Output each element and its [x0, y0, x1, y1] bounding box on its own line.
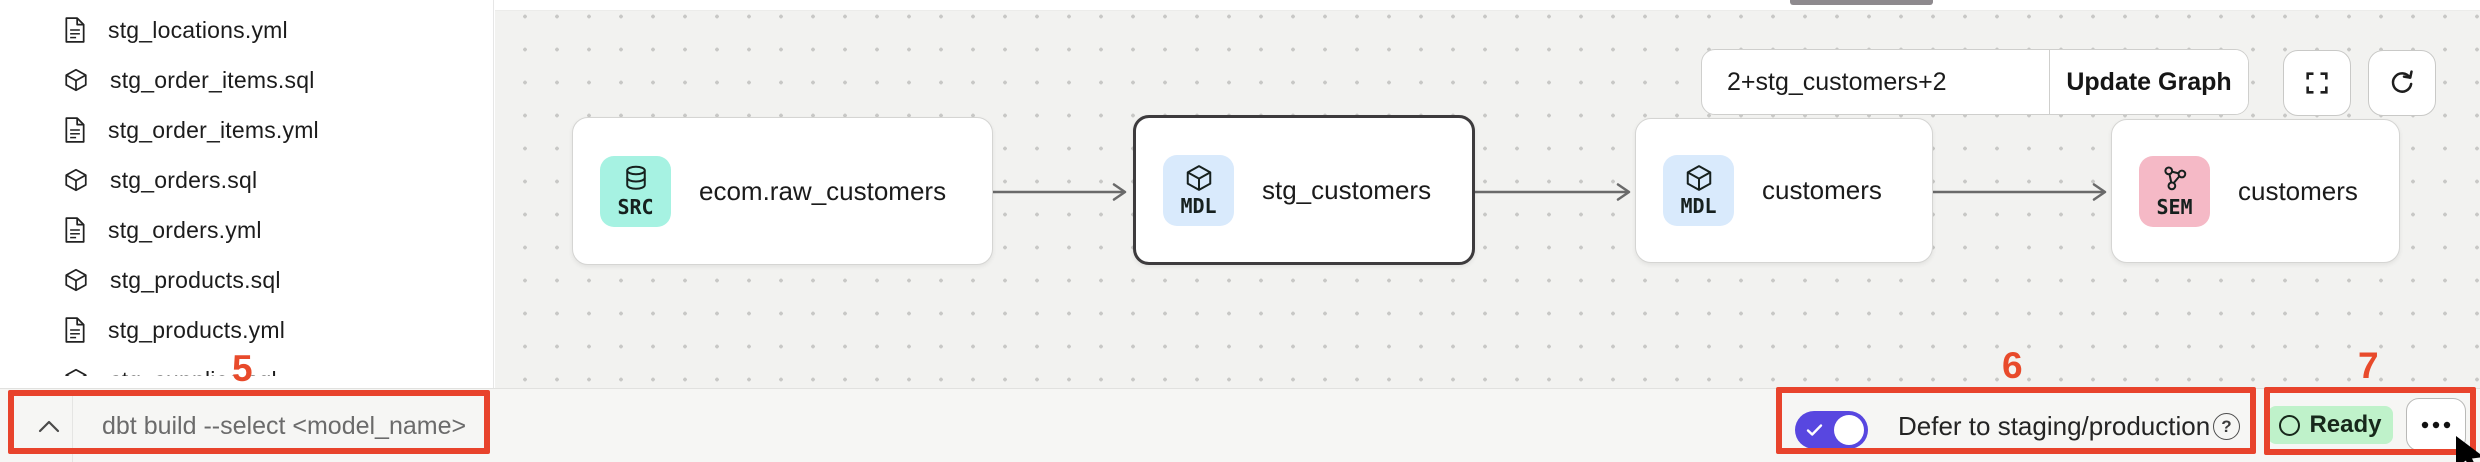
selector-divider: [2049, 50, 2050, 114]
update-graph-button[interactable]: Update Graph: [2050, 50, 2248, 114]
model-cube-icon: [65, 268, 87, 292]
edge-stg-customers-to-customers: [1475, 183, 1631, 201]
node-label: customers: [2238, 175, 2358, 206]
node-ecom-raw-customers[interactable]: SRC ecom.raw_customers: [572, 117, 993, 265]
refresh-button[interactable]: [2368, 50, 2436, 116]
expand-command-panel-button[interactable]: [26, 389, 72, 462]
more-options-button[interactable]: [2406, 398, 2466, 451]
graph-selector-group: 2+stg_customers+2 Update Graph: [1701, 49, 2249, 115]
model-cube-icon: [65, 68, 87, 92]
refresh-icon: [2391, 70, 2413, 93]
file-name: stg_order_items.sql: [110, 66, 315, 93]
fullscreen-icon: [2306, 72, 2328, 94]
file-item-stg-order-items-sql[interactable]: stg_order_items.sql: [0, 55, 493, 105]
file-name: stg_orders.yml: [108, 216, 262, 243]
src-badge: SRC: [600, 155, 671, 227]
file-name: stg_supplies.sql: [110, 367, 277, 377]
graph-selector-input[interactable]: 2+stg_customers+2: [1727, 67, 1947, 96]
mdl-badge: MDL: [1663, 155, 1734, 226]
model-cube-icon: [1686, 165, 1711, 191]
mdl-badge: MDL: [1163, 154, 1234, 226]
defer-toggle[interactable]: [1795, 411, 1868, 449]
file-item-stg-order-items-yml[interactable]: stg_order_items.yml: [0, 105, 493, 155]
file-doc-icon: [65, 217, 85, 243]
node-type-label: SEM: [2156, 194, 2193, 219]
bottom-status-bar: dbt build --select <model_name> Defer to…: [0, 388, 2480, 462]
file-item-stg-orders-yml[interactable]: stg_orders.yml: [0, 205, 493, 255]
status-circle-icon: [2279, 414, 2301, 436]
check-icon: [1806, 424, 1823, 436]
node-stg-customers[interactable]: MDL stg_customers: [1133, 115, 1475, 265]
model-cube-icon: [65, 368, 87, 376]
database-icon: [625, 165, 646, 190]
node-type-label: SRC: [617, 194, 654, 219]
file-item-stg-products-yml[interactable]: stg_products.yml: [0, 305, 493, 355]
file-list: stg_locations.yml stg_order_items.sql: [0, 5, 493, 376]
model-cube-icon: [65, 168, 87, 192]
command-input[interactable]: dbt build --select <model_name>: [102, 411, 467, 440]
help-icon[interactable]: ?: [2213, 413, 2240, 440]
file-name: stg_orders.sql: [110, 166, 258, 193]
model-cube-icon: [1186, 164, 1211, 191]
file-item-stg-supplies-sql[interactable]: stg_supplies.sql: [0, 355, 493, 376]
file-item-stg-locations-yml[interactable]: stg_locations.yml: [0, 5, 493, 55]
file-explorer-sidebar: stg_locations.yml stg_order_items.sql: [0, 0, 494, 388]
semantic-model-icon: [2163, 165, 2186, 190]
node-label: ecom.raw_customers: [699, 175, 947, 206]
file-name: stg_products.yml: [108, 316, 286, 343]
bar-divider: [72, 390, 73, 462]
fullscreen-button[interactable]: [2283, 50, 2351, 116]
edge-customers-to-semantic: [1933, 183, 2107, 201]
canvas-top-strip: [495, 0, 2480, 10]
file-name: stg_locations.yml: [108, 16, 288, 43]
node-customers-model[interactable]: MDL customers: [1635, 118, 1933, 263]
file-item-stg-orders-sql[interactable]: stg_orders.sql: [0, 155, 493, 205]
node-label: stg_customers: [1262, 174, 1432, 205]
sem-badge: SEM: [2139, 155, 2210, 227]
file-doc-icon: [65, 17, 85, 43]
ellipsis-icon: [2421, 421, 2451, 428]
node-type-label: MDL: [1680, 194, 1717, 218]
node-label: customers: [1762, 175, 1882, 205]
file-doc-icon: [65, 317, 85, 343]
file-doc-icon: [65, 117, 85, 143]
toggle-knob: [1834, 415, 1864, 445]
chevron-up-icon: [38, 420, 60, 433]
ready-status-badge: Ready: [2268, 406, 2393, 444]
edge-src-to-stg-customers: [993, 183, 1127, 201]
file-item-stg-products-sql[interactable]: stg_products.sql: [0, 255, 493, 305]
panel-drag-handle[interactable]: [1790, 0, 1933, 5]
defer-label: Defer to staging/production: [1898, 410, 2211, 441]
node-type-label: MDL: [1180, 193, 1217, 218]
node-customers-semantic[interactable]: SEM customers: [2111, 119, 2400, 263]
file-name: stg_order_items.yml: [108, 116, 319, 143]
file-name: stg_products.sql: [110, 266, 281, 293]
ready-label: Ready: [2309, 411, 2382, 438]
